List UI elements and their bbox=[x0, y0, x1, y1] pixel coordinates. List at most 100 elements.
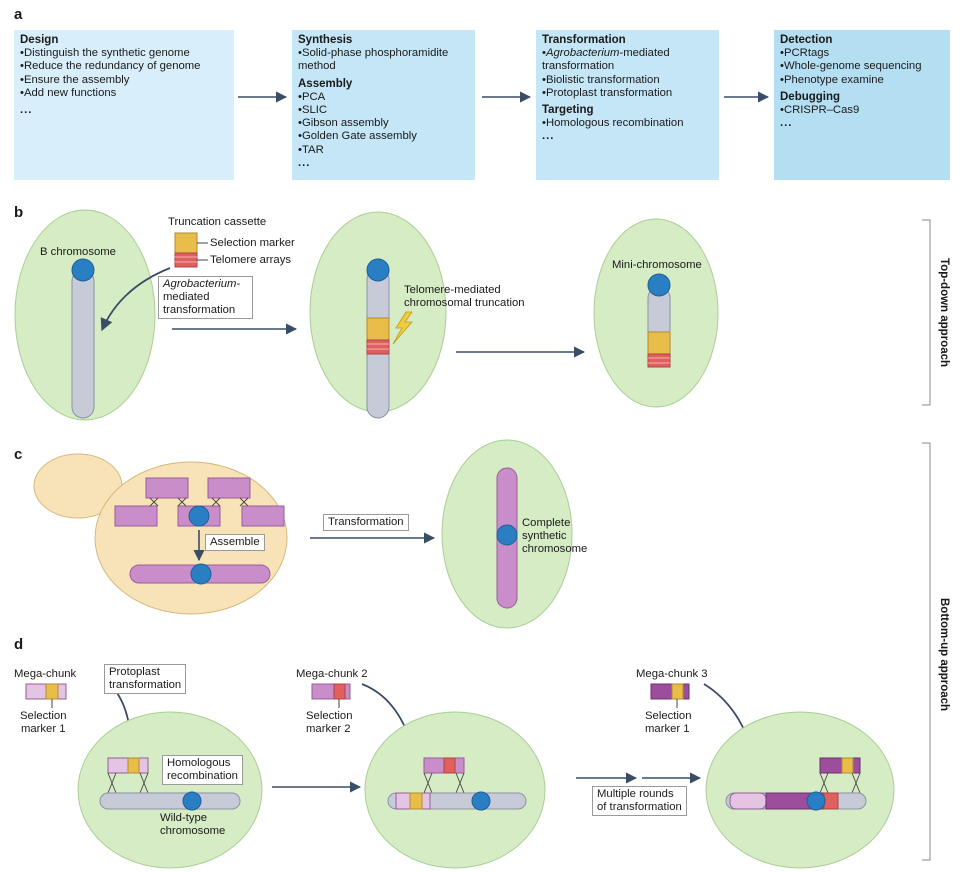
selection-marker-block bbox=[127, 757, 140, 774]
fragment-block bbox=[114, 505, 158, 527]
bottom-up-bracket bbox=[922, 442, 931, 861]
centromere-icon bbox=[71, 258, 95, 282]
b-chromosome bbox=[71, 269, 95, 419]
list-item: Biolistic transformation bbox=[542, 74, 713, 87]
panel-c-label: c bbox=[14, 446, 23, 463]
wildtype-line-2: chromosome bbox=[160, 825, 226, 837]
fragment-block bbox=[241, 505, 285, 527]
top-down-bracket bbox=[922, 219, 931, 406]
centromere-icon bbox=[647, 273, 671, 297]
detection-list: PCRtags Whole-genome sequencing Phenotyp… bbox=[780, 47, 944, 87]
multiple-line-2: of transformation bbox=[597, 801, 682, 813]
more-dots: ... bbox=[20, 104, 33, 117]
homologous-line-1: Homologous bbox=[167, 757, 231, 769]
centromere-icon bbox=[366, 258, 390, 282]
selection-marker-label: Selection marker bbox=[210, 237, 295, 249]
agro-dash: - bbox=[236, 278, 241, 290]
mega-chunk-2-label: Mega-chunk 2 bbox=[296, 668, 368, 680]
assemble-label: Assemble bbox=[205, 534, 265, 551]
mini-chromosome-label: Mini-chromosome bbox=[612, 259, 702, 271]
agro-transformation: transformation bbox=[163, 304, 236, 316]
sel-line-1: Selection bbox=[20, 710, 67, 722]
targeting-title: Targeting bbox=[542, 104, 594, 117]
sel-line-2: marker 2 bbox=[306, 723, 351, 735]
list-item: Add new functions bbox=[20, 87, 228, 100]
list-item: Gibson assembly bbox=[298, 117, 469, 130]
cell-d1 bbox=[77, 711, 263, 869]
list-item: Ensure the assembly bbox=[20, 74, 228, 87]
homologous-line-2: recombination bbox=[167, 770, 238, 782]
debugging-list: CRISPR–Cas9 bbox=[780, 104, 944, 117]
more-dots: ... bbox=[298, 156, 311, 169]
assembly-list: PCA SLIC Gibson assembly Golden Gate ass… bbox=[298, 91, 469, 157]
debugging-title: Debugging bbox=[780, 90, 841, 103]
transformation-box: Transformation Agrobacterium-mediated tr… bbox=[536, 30, 719, 180]
centromere-icon bbox=[188, 505, 210, 527]
list-item: CRISPR–Cas9 bbox=[780, 104, 944, 117]
list-item: Solid-phase phosphoramidite method bbox=[298, 47, 469, 73]
transformation-label: Transformation bbox=[323, 514, 409, 531]
list-item: Whole-genome sequencing bbox=[780, 60, 944, 73]
selection-marker-block bbox=[366, 317, 390, 341]
list-item: TAR bbox=[298, 144, 469, 157]
sel-line-2: marker 1 bbox=[20, 723, 66, 735]
detection-title: Detection bbox=[780, 34, 833, 46]
agro-rest: -mediated transformation bbox=[542, 47, 670, 73]
targeting-list: Homologous recombination bbox=[542, 117, 713, 130]
detection-box: Detection PCRtags Whole-genome sequencin… bbox=[774, 30, 950, 180]
cell-d3 bbox=[705, 711, 895, 869]
mega-chunk-label: Mega-chunk bbox=[14, 668, 77, 680]
more-dots: ... bbox=[542, 130, 555, 143]
truncation-line-2: chromosomal truncation bbox=[404, 297, 525, 309]
bottom-up-label: Bottom-up approach bbox=[938, 598, 950, 712]
centromere-icon bbox=[496, 524, 518, 546]
assembly-title: Assembly bbox=[298, 77, 353, 90]
selection-marker-block bbox=[671, 683, 684, 700]
telomere-array-block bbox=[647, 353, 671, 368]
selection-marker-block bbox=[841, 757, 854, 774]
protoplast-line-1: Protoplast bbox=[109, 666, 160, 678]
protoplast-line-2: transformation bbox=[109, 679, 182, 691]
fragment-block bbox=[145, 477, 189, 499]
list-item: Golden Gate assembly bbox=[298, 130, 469, 143]
selection-marker-block bbox=[45, 683, 59, 700]
truncation-cassette-label: Truncation cassette bbox=[168, 216, 267, 228]
chunk-insert bbox=[819, 757, 861, 774]
telomere-array-block bbox=[443, 757, 456, 774]
complete-line-2: synthetic bbox=[522, 530, 567, 542]
design-title: Design bbox=[20, 34, 59, 46]
synthesis-title: Synthesis bbox=[298, 34, 353, 46]
multiple-line-1: Multiple rounds bbox=[597, 788, 674, 800]
sel-line-2: marker 1 bbox=[645, 723, 690, 735]
list-item: Agrobacterium-mediated transformation bbox=[542, 47, 713, 73]
panel-a-label: a bbox=[14, 6, 23, 23]
list-item: Homologous recombination bbox=[542, 117, 713, 130]
list-item: Phenotype examine bbox=[780, 74, 944, 87]
cell-d2 bbox=[364, 711, 546, 869]
agro-mediated: mediated bbox=[163, 291, 210, 303]
agrobacterium-italic: Agrobacterium bbox=[545, 47, 620, 60]
telomere-array-block bbox=[366, 339, 390, 355]
agro-italic: Agrobacterium bbox=[163, 278, 237, 290]
truncation-line-1: Telomere-mediated bbox=[404, 284, 501, 296]
selection-marker-block bbox=[409, 792, 423, 810]
sel-line-1: Selection bbox=[645, 710, 692, 722]
synthesis-box: Synthesis Solid-phase phosphoramidite me… bbox=[292, 30, 475, 180]
arrow-cassette-insert bbox=[100, 267, 171, 332]
wildtype-chromosome bbox=[99, 792, 241, 810]
sel-line-1: Selection bbox=[306, 710, 353, 722]
b-chromosome-label: B chromosome bbox=[40, 246, 116, 258]
transformation-title: Transformation bbox=[542, 34, 626, 46]
list-item: Distinguish the synthetic genome bbox=[20, 47, 228, 60]
list-item: Reduce the redundancy of genome bbox=[20, 60, 228, 73]
